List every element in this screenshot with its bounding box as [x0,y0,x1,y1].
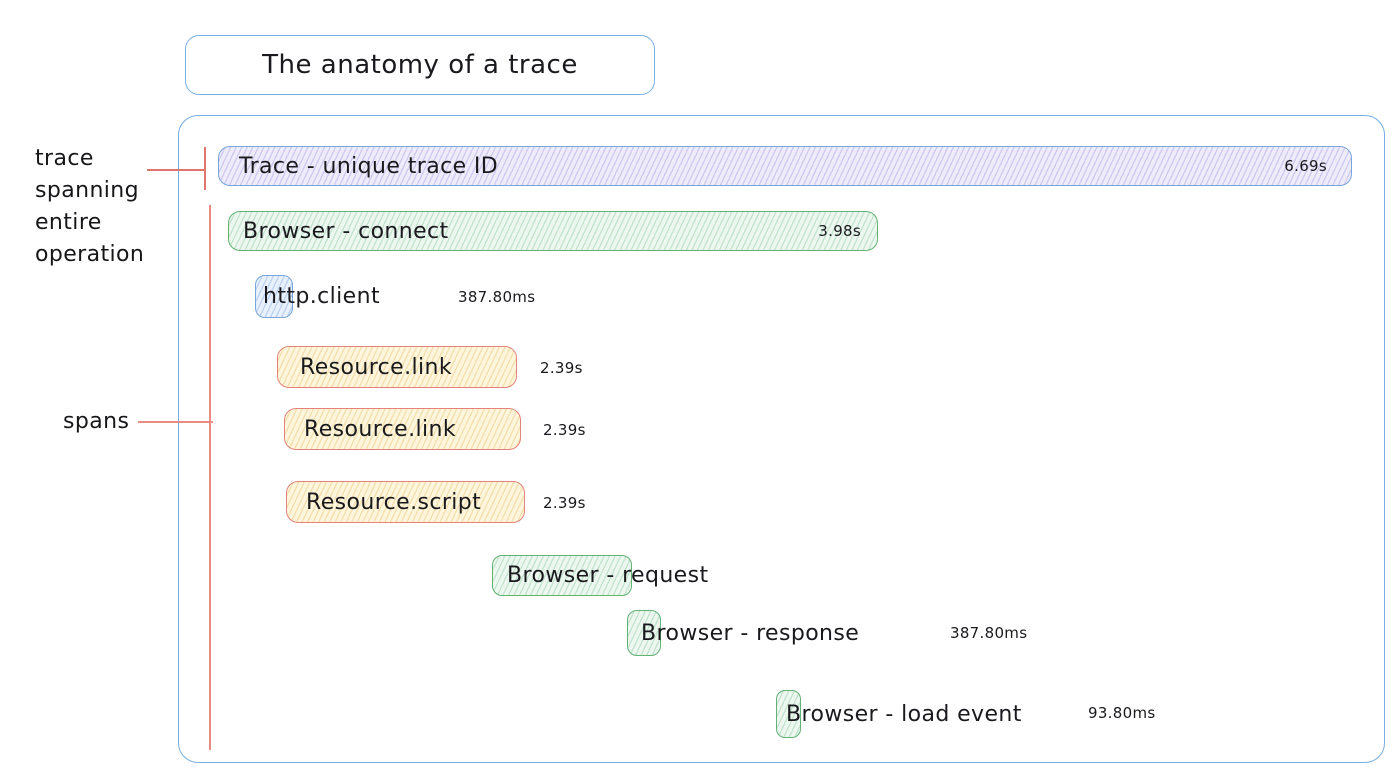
span-label: Browser - request [507,563,709,588]
span-label: http.client [263,284,380,309]
spans-bracket-line [209,205,211,750]
diagram-title: The anatomy of a trace [262,50,578,80]
span-duration: 387.80ms [458,288,536,306]
span-duration: 2.39s [543,494,586,512]
span-label: Resource.script [306,489,482,515]
span-bar-resource-link-1: Resource.link [277,346,517,388]
span-bar-resource-link-2: Resource.link [284,408,521,450]
spans-annotation-label: spans [63,409,130,434]
span-label: Browser - response [641,620,860,646]
trace-annotation-line: trace [35,146,94,171]
trace-outer-container [178,115,1385,763]
span-bar-resource-script: Resource.script [286,481,525,523]
trace-annotation-line: entire [35,210,102,235]
span-label: Resource.link [304,416,456,442]
trace-bar-label: Trace - unique trace ID [239,153,499,179]
span-duration: 2.39s [540,359,583,377]
trace-annotation-connector-line [147,169,205,171]
span-bar-browser-request [492,555,632,596]
trace-bar: Trace - unique trace ID 6.69s [218,146,1352,186]
span-bar-http-client [255,275,293,318]
trace-bar-duration: 6.69s [1284,157,1327,175]
trace-annotation: trace spanning entire operation [35,143,144,271]
span-bar-browser-load-event [776,690,801,738]
span-duration: 93.80ms [1088,704,1156,722]
span-label: Resource.link [300,354,452,380]
trace-annotation-line: spanning [35,178,140,203]
span-bar-browser-connect: Browser - connect 3.98s [228,211,878,251]
spans-annotation: spans [63,406,129,438]
span-label: Browser - connect [243,218,449,244]
spans-annotation-connector-line [138,421,213,423]
span-duration: 3.98s [818,222,861,240]
title-box: The anatomy of a trace [185,35,655,95]
span-duration: 387.80ms [950,624,1028,642]
span-duration: 2.39s [543,421,586,439]
span-label: Browser - load event [786,701,1022,727]
trace-annotation-line: operation [35,242,145,267]
span-bar-browser-response [627,610,661,656]
trace-annotation-tick [204,147,206,190]
